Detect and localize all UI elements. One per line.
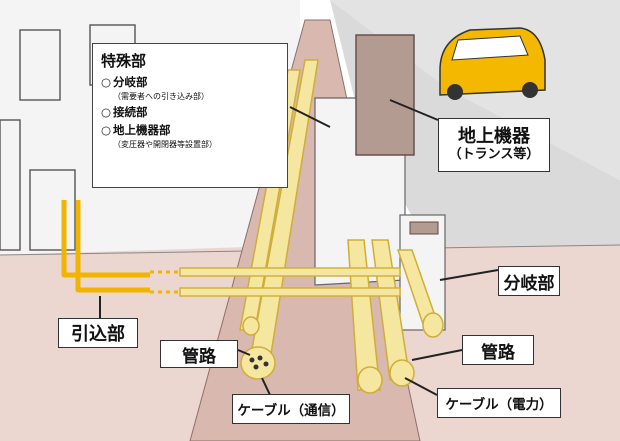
special-item-note: （需要者への引き込み部） [113, 92, 209, 101]
service-entrance-callout: 引込部 [58, 318, 138, 348]
special-item-label: 分岐部 [113, 75, 148, 89]
cable-power-callout: ケーブル（電力） [437, 388, 561, 418]
ground-equipment-callout: 地上機器 （トランス等） [438, 118, 550, 172]
service-conduits [179, 267, 401, 297]
special-section-title: 特殊部 [101, 52, 147, 70]
special-item-label: 地上機器部 [113, 123, 171, 137]
service-entrance-cables [61, 200, 150, 293]
branch-box-lid [409, 221, 439, 235]
bullet-icon: ○ [101, 123, 112, 137]
special-item-label: 接続部 [113, 105, 148, 119]
conduit-left-callout: 管路 [160, 340, 238, 368]
comm-cable-ends [249, 355, 269, 370]
special-item-branch: ○分岐部 [101, 74, 279, 90]
ground-equipment-sublabel: （トランス等） [448, 146, 540, 162]
special-item-joint: ○接続部 [101, 104, 279, 120]
bullet-icon: ○ [101, 75, 112, 89]
conduit-right-callout: 管路 [462, 335, 534, 365]
transformer [355, 34, 415, 156]
bullet-icon: ○ [101, 105, 112, 119]
special-item-note: （変圧器や開閉器等設置部） [113, 140, 217, 149]
branch-callout: 分岐部 [498, 266, 560, 296]
special-section-box: 特殊部 ○分岐部 （需要者への引き込み部） ○接続部 ○地上機器部 （変圧器や開… [92, 43, 288, 188]
car [439, 27, 546, 100]
cable-comm-callout: ケーブル（通信） [232, 394, 350, 424]
special-item-ground-equipment: ○地上機器部 [101, 122, 279, 138]
arrows [99, 99, 499, 396]
ground-equipment-label: 地上機器 [458, 126, 530, 148]
